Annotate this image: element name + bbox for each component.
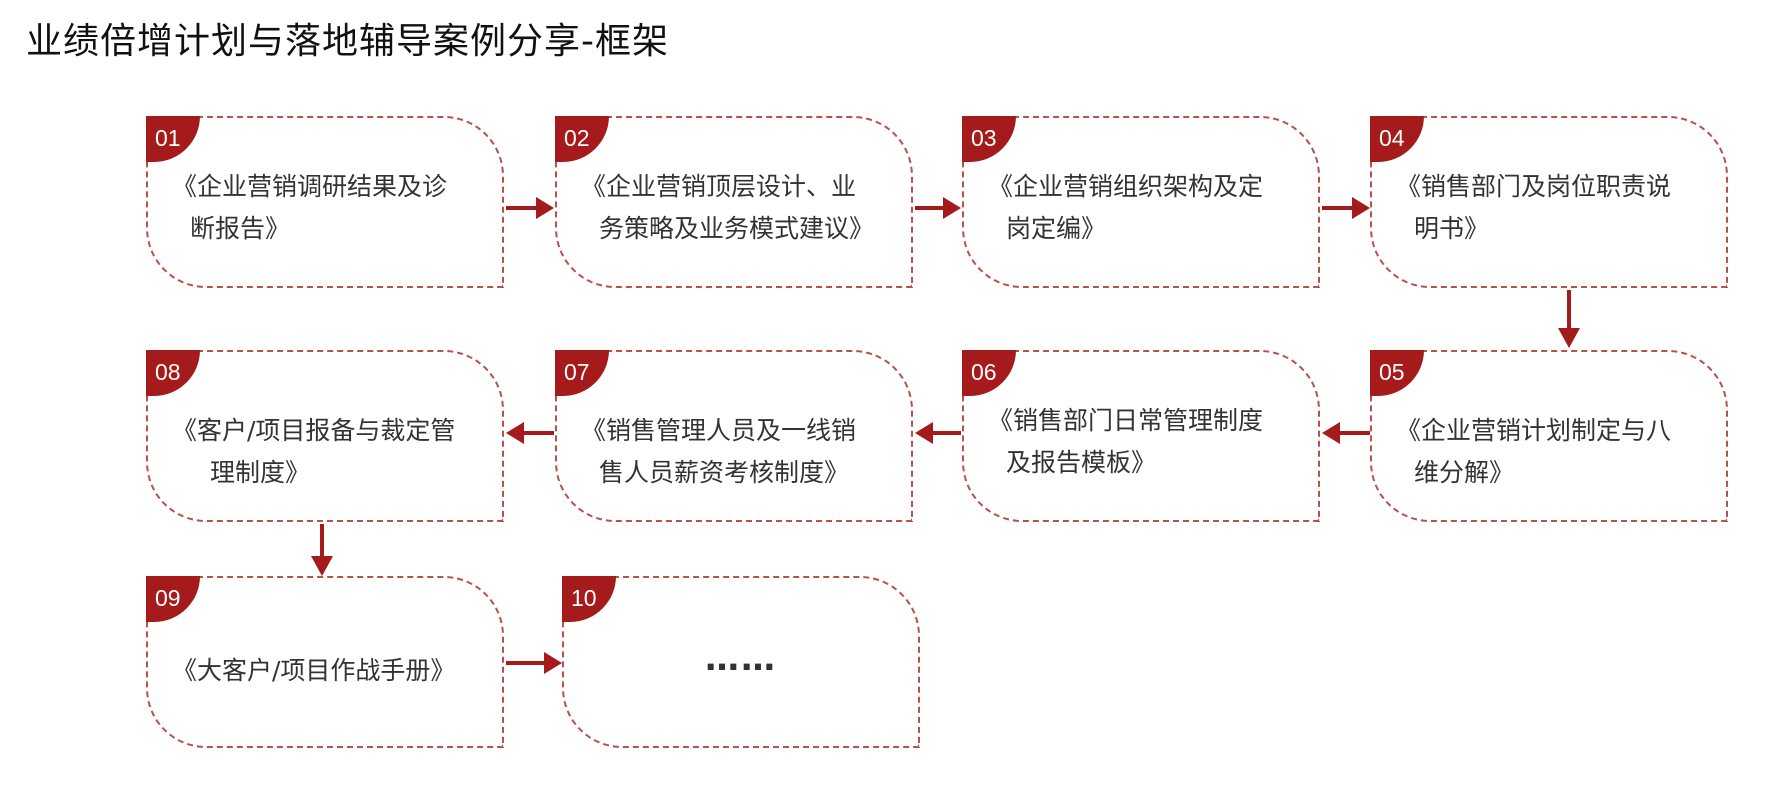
step-number-badge: 05 — [1370, 350, 1424, 396]
step-text-line: 《企业营销顶层设计、业 — [581, 172, 857, 201]
step-text-line: 《客户/项目报备与裁定管 — [172, 416, 456, 445]
step-01: 01 《企业营销调研结果及诊 断报告》 — [146, 116, 504, 288]
step-text: …… — [564, 638, 918, 680]
step-text-line: 《销售部门日常管理制度 — [988, 406, 1264, 435]
step-text-line: 《企业营销计划制定与八 — [1396, 416, 1672, 445]
step-08: 08 《客户/项目报备与裁定管 理制度》 — [146, 350, 504, 522]
step-text-line: 务策略及业务模式建议》 — [599, 214, 875, 243]
step-text-line: 及报告模板》 — [1006, 448, 1157, 477]
step-text-line: 理制度》 — [210, 458, 311, 487]
arrow-down-icon — [1558, 290, 1580, 348]
step-number-badge: 03 — [962, 116, 1016, 162]
step-text-line: 《企业营销组织架构及定 — [988, 172, 1264, 201]
step-text-line: 维分解》 — [1414, 458, 1515, 487]
step-number-badge: 04 — [1370, 116, 1424, 162]
arrow-left-icon — [1322, 422, 1370, 444]
step-text-line: 《销售部门及岗位职责说 — [1396, 172, 1672, 201]
step-number-badge: 06 — [962, 350, 1016, 396]
step-06: 06 《销售部门日常管理制度 及报告模板》 — [962, 350, 1320, 522]
step-07: 07 《销售管理人员及一线销 售人员薪资考核制度》 — [555, 350, 913, 522]
step-09: 09 《大客户/项目作战手册》 — [146, 576, 504, 748]
step-number-badge: 08 — [146, 350, 200, 396]
step-text-line: 明书》 — [1414, 214, 1490, 243]
step-number-badge: 07 — [555, 350, 609, 396]
step-text-line: 《销售管理人员及一线销 — [581, 416, 857, 445]
step-text-line: 《大客户/项目作战手册》 — [172, 656, 456, 685]
page-title: 业绩倍增计划与落地辅导案例分享-框架 — [26, 21, 669, 62]
step-text: 《客户/项目报备与裁定管 理制度》 — [172, 410, 484, 494]
step-text: 《企业营销计划制定与八 维分解》 — [1396, 410, 1708, 494]
step-text: 《大客户/项目作战手册》 — [172, 650, 484, 692]
arrow-right-icon — [506, 197, 554, 219]
step-02: 02 《企业营销顶层设计、业 务策略及业务模式建议》 — [555, 116, 913, 288]
step-04: 04 《销售部门及岗位职责说 明书》 — [1370, 116, 1728, 288]
step-text: 《销售管理人员及一线销 售人员薪资考核制度》 — [581, 410, 893, 494]
step-03: 03 《企业营销组织架构及定 岗定编》 — [962, 116, 1320, 288]
step-text: 《销售部门日常管理制度 及报告模板》 — [988, 400, 1300, 484]
step-number-badge: 02 — [555, 116, 609, 162]
step-text: 《企业营销顶层设计、业 务策略及业务模式建议》 — [581, 166, 893, 250]
step-text-line: 断报告》 — [190, 214, 291, 243]
step-text: 《企业营销调研结果及诊 断报告》 — [172, 166, 484, 250]
step-number-badge: 10 — [562, 576, 616, 622]
step-text: 《企业营销组织架构及定 岗定编》 — [988, 166, 1300, 250]
arrow-left-icon — [915, 422, 961, 444]
step-10: 10 …… — [562, 576, 920, 748]
step-text-line: 《企业营销调研结果及诊 — [172, 172, 448, 201]
arrow-right-icon — [1322, 197, 1370, 219]
step-number-badge: 09 — [146, 576, 200, 622]
step-text-line: …… — [705, 639, 777, 679]
arrow-right-icon — [915, 197, 961, 219]
arrow-right-icon — [506, 652, 562, 674]
arrow-left-icon — [506, 422, 554, 444]
step-text-line: 售人员薪资考核制度》 — [599, 458, 850, 487]
step-05: 05 《企业营销计划制定与八 维分解》 — [1370, 350, 1728, 522]
step-text: 《销售部门及岗位职责说 明书》 — [1396, 166, 1708, 250]
step-text-line: 岗定编》 — [1006, 214, 1107, 243]
arrow-down-icon — [311, 524, 333, 576]
step-number-badge: 01 — [146, 116, 200, 162]
